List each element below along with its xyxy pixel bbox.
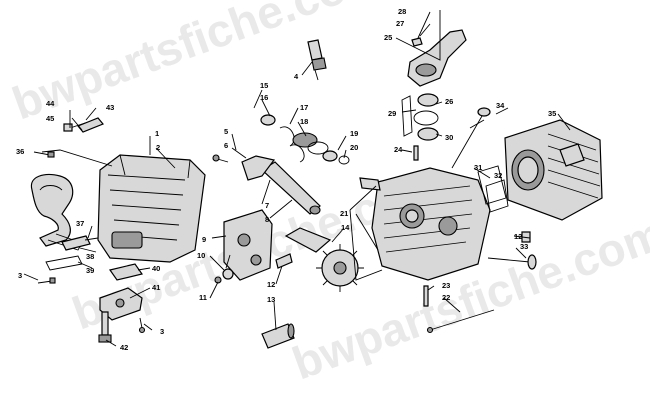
callout-8: 8 — [265, 215, 269, 224]
callout-26: 26 — [445, 97, 453, 106]
callout-42: 42 — [120, 343, 128, 352]
callout-7: 7 — [265, 201, 269, 210]
cylinder-gasket-32 — [485, 179, 509, 213]
cylinder — [504, 119, 603, 221]
valve-30 — [451, 107, 491, 169]
callout-45: 45 — [46, 114, 54, 123]
insulator-group-29 — [401, 93, 439, 141]
callout-22: 22 — [442, 293, 450, 302]
callout-4: 4 — [294, 72, 299, 81]
cylinder-head-cover — [97, 154, 206, 263]
camshaft-sprocket — [284, 227, 364, 292]
callout-27: 27 — [396, 19, 404, 28]
callout-25: 25 — [384, 33, 392, 42]
callout-12-center: 12 — [267, 280, 275, 289]
callout-43: 43 — [106, 103, 114, 112]
cylinder-gasket-31 — [477, 165, 507, 205]
camshaft-holder — [223, 209, 273, 281]
stud-bolt-23 — [423, 285, 429, 307]
callout-3-left: 3 — [18, 271, 22, 280]
callout-10: 10 — [197, 251, 205, 260]
callout-2: 2 — [156, 143, 160, 152]
dowel-12 — [275, 253, 293, 269]
dowel-24 — [413, 145, 419, 161]
gasket-38 — [61, 235, 91, 251]
callout-3-bottom: 3 — [160, 327, 164, 336]
callout-41: 41 — [152, 283, 160, 292]
callout-15: 15 — [260, 81, 268, 90]
callout-33: 33 — [520, 242, 528, 251]
spark-plug — [307, 39, 327, 81]
callout-44: 44 — [46, 99, 55, 108]
callout-32: 32 — [494, 171, 502, 180]
callout-28: 28 — [398, 7, 406, 16]
callout-19: 19 — [350, 129, 358, 138]
callout-1: 1 — [155, 129, 159, 138]
callout-39: 39 — [86, 266, 94, 275]
callout-17: 17 — [300, 103, 308, 112]
callout-34: 34 — [496, 101, 505, 110]
callout-9: 9 — [202, 235, 206, 244]
valve-spring-group — [260, 114, 350, 165]
callout-20: 20 — [350, 143, 358, 152]
leader-lines — [23, 10, 571, 347]
watermark-top: bwpartsfiche.com — [6, 0, 391, 129]
pin-10-11 — [214, 254, 234, 284]
rocker-arm-shaft — [261, 161, 321, 215]
callout-31: 31 — [474, 163, 482, 172]
callout-35: 35 — [548, 109, 556, 118]
callout-12-right: 12 — [514, 232, 522, 241]
callout-14: 14 — [341, 223, 350, 232]
cylinder-head — [359, 167, 491, 281]
callout-30: 30 — [445, 133, 453, 142]
bolt-3-bottom — [138, 317, 146, 334]
callout-13: 13 — [267, 295, 275, 304]
callout-36: 36 — [16, 147, 24, 156]
rocker-arm — [212, 154, 276, 181]
callout-37: 37 — [76, 219, 84, 228]
stud-bolt-22 — [426, 309, 495, 334]
callout-29: 29 — [388, 109, 396, 118]
callout-5: 5 — [224, 127, 228, 136]
callout-labels: 1 2 3 3 4 5 6 7 8 9 10 11 12 12 13 14 15… — [16, 7, 556, 352]
pin-12-right — [521, 231, 531, 243]
callout-23: 23 — [442, 281, 450, 290]
callout-21: 21 — [340, 209, 348, 218]
seal-plate-40 — [109, 263, 143, 281]
callout-40: 40 — [152, 264, 160, 273]
callout-24: 24 — [394, 145, 403, 154]
callout-16: 16 — [260, 93, 268, 102]
callout-11: 11 — [199, 293, 207, 302]
callout-6: 6 — [224, 141, 228, 150]
callout-38: 38 — [86, 252, 94, 261]
bolt-42 — [98, 311, 112, 343]
callout-18: 18 — [300, 117, 308, 126]
holder-41 — [99, 287, 143, 321]
bushing-13 — [261, 323, 295, 349]
valve-33 — [487, 254, 537, 270]
gasket-39 — [45, 255, 83, 271]
bolts-left — [33, 117, 104, 284]
